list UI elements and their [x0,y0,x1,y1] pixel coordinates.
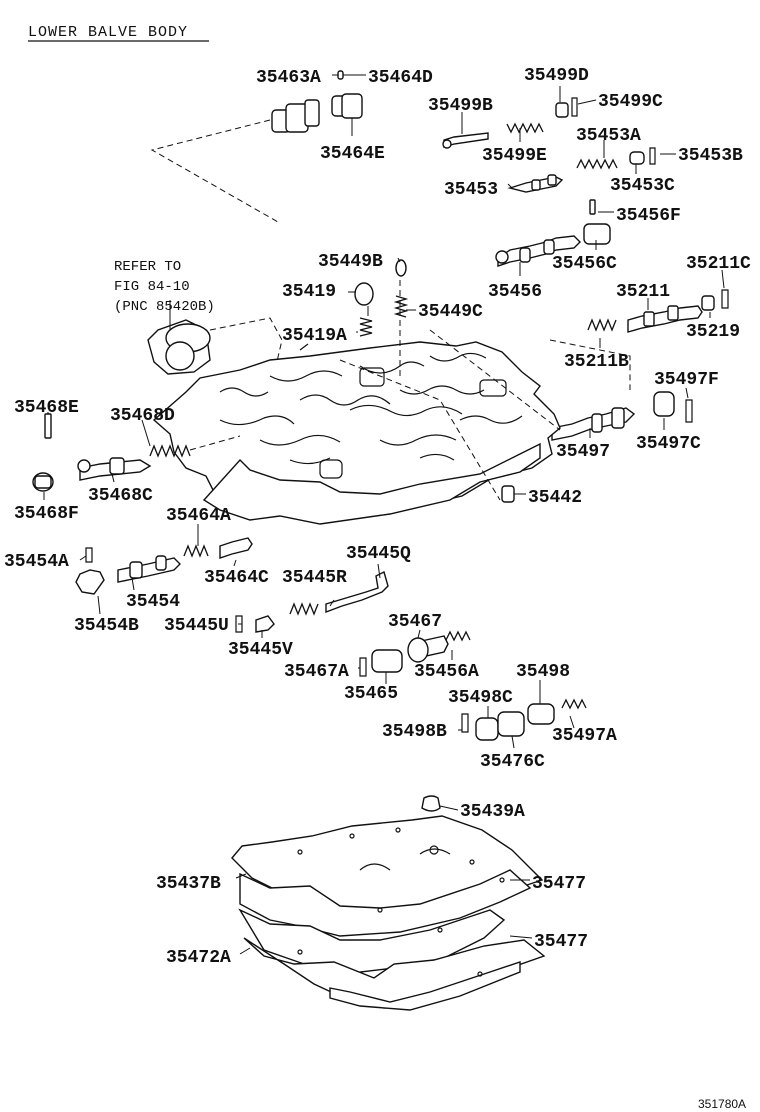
label-35454A: 35454A [4,552,69,572]
label-35211B: 35211B [564,352,629,372]
refer-note-line1: REFER TO [114,259,181,275]
plug-35442 [501,485,515,503]
lower-valve-body [152,270,561,525]
label-35456: 35456 [488,282,542,302]
label-35498B: 35498B [382,722,447,742]
valve-35211-group [549,289,729,390]
label-35437B: 35437B [156,874,221,894]
label-35463A: 35463A [256,68,321,88]
label-35499B: 35499B [428,96,493,116]
label-35464E: 35464E [320,144,385,164]
label-35499E: 35499E [482,146,547,166]
label-35454B: 35454B [74,616,139,636]
label-35497C: 35497C [636,434,701,454]
label-35477-upper: 35477 [532,874,586,894]
label-35445U: 35445U [164,616,229,636]
label-35497A: 35497A [552,726,617,746]
refer-note-line3: (PNC 85420B) [114,299,215,315]
label-35456F: 35456F [616,206,681,226]
label-35467A: 35467A [284,662,349,682]
label-35454: 35454 [126,592,180,612]
valve-35499-group [442,86,578,149]
part-labels: 35463A 35464D 35464E 35499D 35499B 35499… [4,66,751,968]
label-35497: 35497 [556,442,610,462]
plate-gasket-stack [231,795,546,1011]
label-35453A: 35453A [576,126,641,146]
valve-35445-group [235,570,389,633]
valve-35453-group [507,147,656,193]
label-35499D: 35499D [524,66,589,86]
label-35498C: 35498C [448,688,513,708]
label-35476C: 35476C [480,752,545,772]
label-35211C: 35211C [686,254,751,274]
label-35456C: 35456C [552,254,617,274]
label-35445Q: 35445Q [346,544,411,564]
label-35453C: 35453C [610,176,675,196]
label-35445R: 35445R [282,568,347,588]
valve-35454-group [75,537,253,595]
label-35449B: 35449B [318,252,383,272]
drawing-code: 351780A [698,1097,746,1111]
label-35464A: 35464A [166,506,231,526]
refer-note-line2: FIG 84-10 [114,279,190,295]
parts-35449-35419 [354,259,409,337]
leader-lines [43,74,725,955]
plug-35463A-group [150,70,363,223]
label-35468C: 35468C [88,486,153,506]
label-35419A: 35419A [282,326,347,346]
label-35472A: 35472A [166,948,231,968]
label-35468D: 35468D [110,406,175,426]
valve-35468-group [32,413,241,492]
label-35445V: 35445V [228,640,293,660]
label-35468E: 35468E [14,398,79,418]
valve-35498-group [461,698,587,741]
label-35464C: 35464C [204,568,269,588]
label-35453B: 35453B [678,146,743,166]
label-35465: 35465 [344,684,398,704]
label-35453: 35453 [444,180,498,200]
label-35498: 35498 [516,662,570,682]
label-35211: 35211 [616,282,670,302]
label-35468F: 35468F [14,504,79,524]
label-35464D: 35464D [368,68,433,88]
label-35456A: 35456A [414,662,479,682]
label-35442: 35442 [528,488,582,508]
label-35467: 35467 [388,612,442,632]
label-35439A: 35439A [460,802,525,822]
valve-35456-group [495,199,611,267]
valve-35497-group [551,391,693,441]
solenoid-ref-component [147,300,283,441]
label-35477-lower: 35477 [534,932,588,952]
label-35499C: 35499C [598,92,663,112]
label-35419: 35419 [282,282,336,302]
label-35219: 35219 [686,322,740,342]
diagram-title: LOWER BALVE BODY [28,24,188,41]
label-35449C: 35449C [418,302,483,322]
label-35497F: 35497F [654,370,719,390]
